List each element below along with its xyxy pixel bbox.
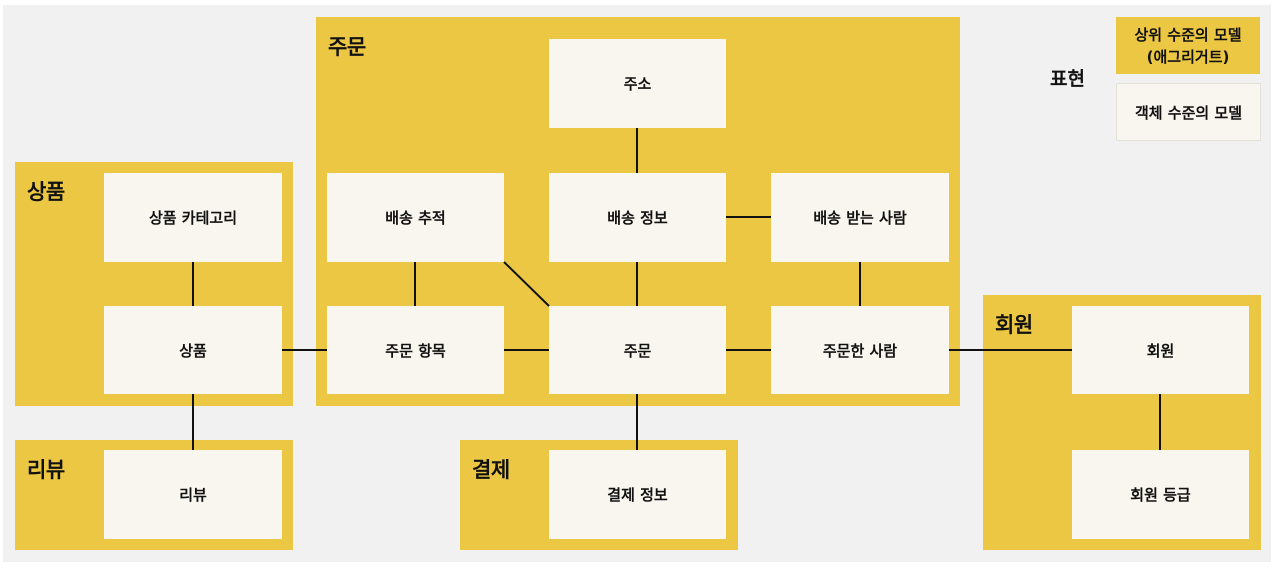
legend-aggregate-line2: (애그리거트) <box>1146 47 1230 66</box>
object-product[interactable]: 상품 <box>104 306 282 394</box>
object-order[interactable]: 주문 <box>549 306 726 394</box>
aggregate-label-product: 상품 <box>27 180 65 204</box>
aggregate-label-member: 회원 <box>995 313 1033 337</box>
aggregate-label-review: 리뷰 <box>27 458 65 482</box>
object-member[interactable]: 회원 <box>1072 306 1249 394</box>
object-address[interactable]: 주소 <box>549 39 726 128</box>
object-order-item[interactable]: 주문 항목 <box>327 306 504 394</box>
object-recipient[interactable]: 배송 받는 사람 <box>771 173 949 262</box>
object-orderer[interactable]: 주문한 사람 <box>771 306 949 394</box>
legend-object: 객체 수준의 모델 <box>1116 83 1261 141</box>
object-delivery-info[interactable]: 배송 정보 <box>549 173 726 262</box>
legend-aggregate: 상위 수준의 모델 (애그리거트) <box>1116 17 1260 74</box>
object-delivery-tracking[interactable]: 배송 추적 <box>327 173 504 262</box>
aggregate-label-order: 주문 <box>328 35 366 59</box>
legend-aggregate-line1: 상위 수준의 모델 <box>1134 25 1242 44</box>
object-review[interactable]: 리뷰 <box>104 450 282 539</box>
legend-title: 표현 <box>1050 68 1085 90</box>
object-product-category[interactable]: 상품 카테고리 <box>104 173 282 262</box>
aggregate-label-payment: 결제 <box>472 458 510 482</box>
object-payment-info[interactable]: 결제 정보 <box>549 450 726 539</box>
object-member-grade[interactable]: 회원 등급 <box>1072 450 1249 539</box>
